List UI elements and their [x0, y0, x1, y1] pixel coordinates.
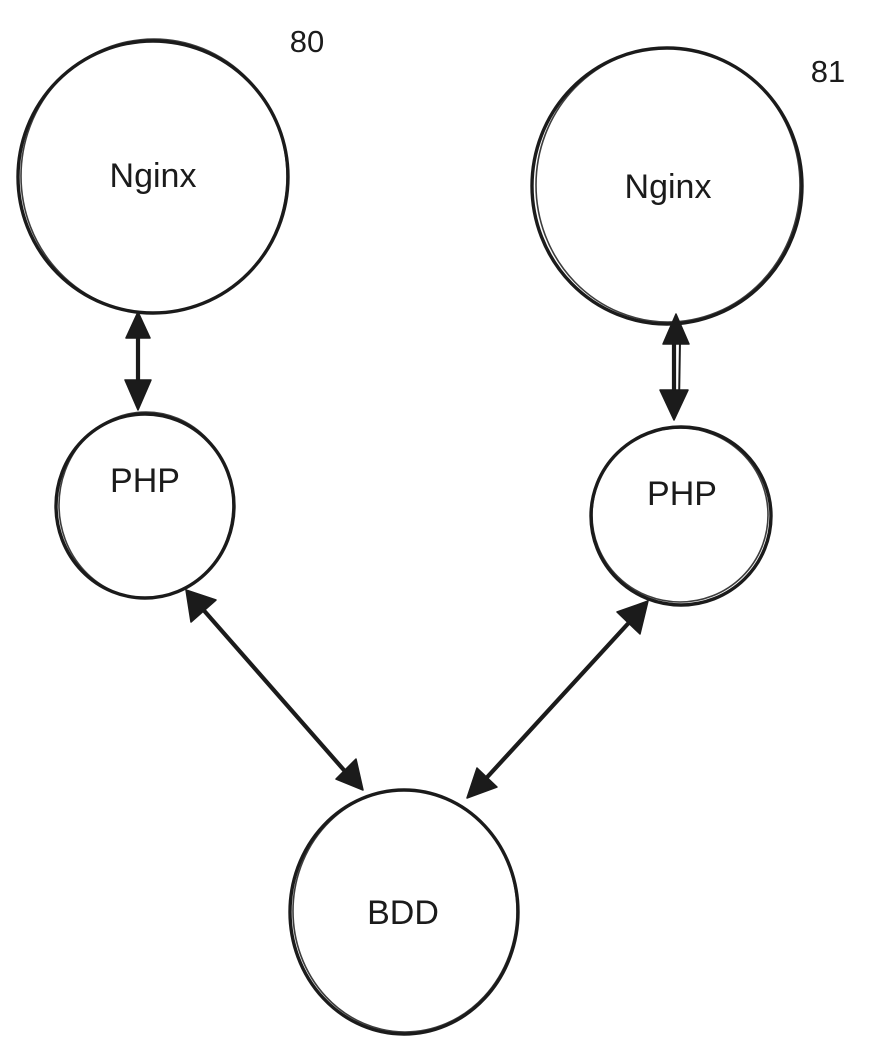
database-label: BDD [367, 894, 439, 932]
arrowhead-down [124, 379, 152, 411]
arrow-nginx-right-php-right [659, 313, 690, 421]
database-node: BDD [288, 788, 520, 1036]
arrowhead-up [125, 311, 151, 339]
arrowhead-to-database [466, 767, 498, 799]
arrow-nginx-left-php-left [124, 311, 152, 411]
arrowhead-up [662, 313, 690, 345]
nginx-left-label: Nginx [110, 157, 197, 195]
php-left-node: PHP [54, 411, 236, 600]
php-left-label: PHP [110, 462, 180, 500]
arrow-php-left-database [185, 589, 364, 791]
port-label-left: 80 [290, 24, 324, 59]
php-right-label: PHP [647, 475, 717, 513]
nginx-right-label: Nginx [625, 168, 712, 206]
nginx-left-node: Nginx [16, 38, 290, 315]
nginx-right-node: Nginx [530, 46, 804, 326]
php-right-node: PHP [589, 425, 773, 607]
arrowhead-down [659, 389, 689, 421]
port-label-right: 81 [811, 54, 845, 89]
arrowhead-to-database [335, 758, 364, 791]
arrowhead-to-php [616, 600, 649, 635]
arrowhead-to-php [185, 589, 217, 623]
arrow-php-right-database [466, 600, 649, 799]
